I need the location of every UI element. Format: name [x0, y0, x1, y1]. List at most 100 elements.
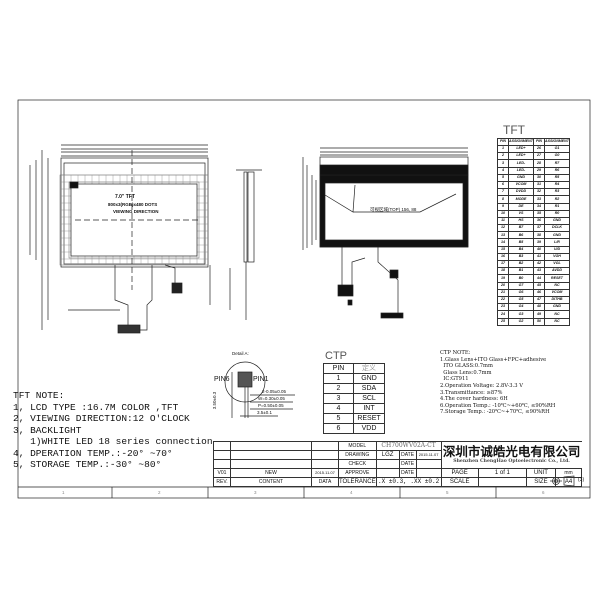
ctp-view-area-label: 可视区域(TOP) 156, 88	[370, 207, 417, 212]
pin-number: 4	[323, 403, 354, 414]
detail-dim-3: P=0.50±0.05	[258, 403, 284, 408]
pin-assignment: LED-	[508, 166, 534, 175]
pin-assignment: R7	[544, 159, 570, 168]
pin-number: 30	[533, 173, 545, 182]
pin-number: 15	[497, 245, 509, 254]
data-label: DATA	[311, 477, 339, 487]
pin-assignment: LED+	[508, 144, 534, 154]
size-value: A4	[554, 477, 583, 487]
lcd-dots-label: 800x3(RGB)x480 DOTS	[108, 202, 158, 207]
ctp-front-view	[302, 147, 469, 319]
pin-number: 21	[497, 288, 509, 297]
detail-title: Detail A:	[232, 351, 249, 356]
ctp-note-line: IC:GT911	[440, 376, 469, 383]
pin-assignment: B2	[508, 259, 534, 269]
pin-number: 24	[497, 310, 509, 319]
tft-note-line: 5, STORAGE TEMP.:-30° ~80°	[13, 459, 162, 470]
ctp-note-line: 4.The cover hardness: 6H	[440, 396, 508, 403]
ruler-3: 3	[254, 490, 257, 495]
pin-number: 40	[533, 245, 545, 254]
pin-number: 34	[533, 202, 545, 211]
pin-number: 43	[533, 267, 545, 276]
pin-number: 46	[533, 288, 545, 297]
tft-note-title: TFT NOTE:	[13, 390, 65, 401]
pin-number: 2	[323, 383, 354, 394]
detail-dim-1: 2-0.05±0.05	[262, 389, 286, 394]
model-value: CH700WV02A-CT	[375, 441, 442, 451]
detail-a-view	[224, 361, 295, 418]
pin-assignment: VS	[508, 209, 534, 218]
pin-assignment: R1	[544, 202, 570, 211]
title-block: MODEL CH700WV02A-CT 深圳市诚皓光电有限公司 Shenzhen…	[213, 441, 583, 487]
pin-assignment: GND	[544, 216, 570, 226]
ctp-note: CTP NOTE: 1.Glass Lens+ITO Glass+FPC+adh…	[440, 350, 555, 416]
pin-assignment: NC	[544, 317, 570, 326]
pin-number: 41	[533, 252, 545, 262]
pin-assignment: GND	[544, 303, 570, 312]
date-label: DATE	[398, 450, 417, 460]
ctp-note-line: 3.Transmittance: ≥87%	[440, 389, 503, 396]
pin-number: 48	[533, 303, 545, 312]
pin-number: 25	[497, 317, 509, 326]
pin-number: 6	[323, 423, 354, 434]
header-pin: PIN	[323, 363, 354, 374]
pin-number: 19	[497, 274, 509, 283]
pin-assignment: G7	[508, 281, 534, 290]
pin-assignment: G3	[508, 310, 534, 319]
tft-note-line: 3, BACKLIGHT	[13, 424, 82, 436]
pin-number: 5	[323, 413, 354, 424]
ctp-note-line: ITO GLASS:0.7mm	[440, 363, 493, 370]
pin-assignment: R2	[544, 195, 570, 204]
pin-number: 26	[533, 144, 545, 154]
pin-assignment: MODE	[508, 195, 534, 204]
pin-assignment: B7	[508, 224, 534, 233]
pin-assignment: LED-	[508, 159, 534, 168]
pin-assignment: G6	[508, 288, 534, 297]
pin-assignment: R4	[544, 180, 570, 190]
pin-number: 35	[533, 209, 545, 218]
pin-assignment: B0	[508, 274, 534, 283]
ctp-table-title: CTP	[325, 350, 347, 362]
pin1-label: PIN1	[253, 376, 269, 383]
pin-number: 17	[497, 259, 509, 269]
lcd-viewing-label: VIEWING DIRECTION	[113, 209, 159, 214]
approve-label: APPROVE	[338, 468, 377, 478]
pin-number: 4	[497, 166, 509, 175]
content-label: CONTENT	[230, 477, 312, 487]
pin-number: 11	[497, 216, 509, 226]
ruler-6: 6	[542, 490, 545, 495]
pin-number: 27	[533, 152, 545, 161]
ruler-dividers	[111, 487, 497, 498]
pin-number: 7	[497, 188, 509, 197]
unit-label: UNIT	[525, 468, 556, 478]
pin-number: 32	[533, 188, 545, 197]
pin-number: 8	[497, 195, 509, 204]
pin-number: 13	[497, 231, 509, 240]
ctp-note-line: 6.Operation Temp.: -10℃~+60℃, ≤90%RH	[440, 402, 556, 409]
tft-note: TFT NOTE: 1, LCD TYPE :16.7M COLOR ,TFT …	[13, 390, 213, 471]
pin-number: 45	[533, 281, 545, 290]
lcd-front-view	[29, 144, 231, 334]
pin-assignment: RESET	[544, 274, 570, 283]
pin-number: 14	[497, 238, 509, 247]
tft-note-line: 1)WHITE LED 18 series connection	[13, 436, 213, 447]
tft-table-title: TFT	[503, 123, 525, 137]
pin-assignment: LED+	[508, 152, 534, 161]
pin-assignment: VCOM	[544, 288, 570, 297]
header-assignment: ASSIGNMENT	[544, 138, 570, 146]
pin-number: 6	[497, 180, 509, 190]
pin-number: 36	[533, 216, 545, 226]
pin-number: 18	[497, 267, 509, 276]
